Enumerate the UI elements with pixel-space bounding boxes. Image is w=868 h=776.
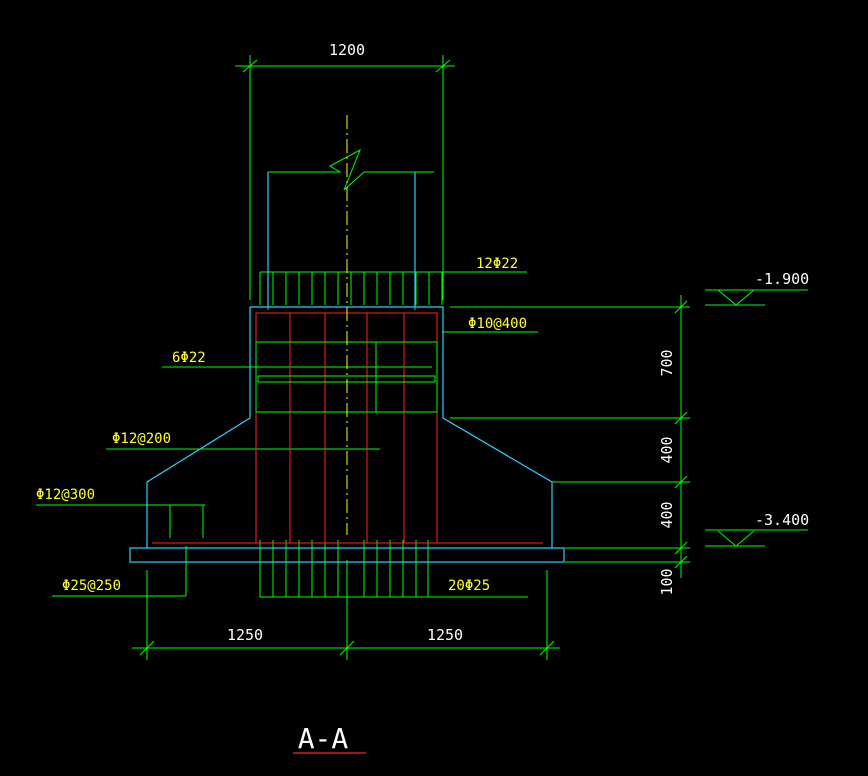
label-pedestal-bars: 6Φ22 — [172, 350, 206, 366]
dim-cushion-height: 100 — [658, 568, 676, 595]
dim-slope-height: 400 — [658, 436, 676, 463]
stirrups — [255, 341, 438, 413]
dim-column-width: 1200 — [329, 41, 365, 59]
label-bottom-main: 20Φ25 — [448, 578, 490, 594]
label-stirrup: Φ10@400 — [468, 316, 527, 332]
label-bottom-mesh: Φ25@250 — [62, 578, 121, 594]
dim-pedestal-height: 700 — [658, 349, 676, 376]
dim-base-right: 1250 — [427, 626, 463, 644]
label-column-main: 12Φ22 — [476, 256, 518, 272]
dimension-lines — [36, 55, 808, 660]
dim-base-left: 1250 — [227, 626, 263, 644]
label-base-side: Φ12@300 — [36, 487, 95, 503]
section-title: A-A — [298, 722, 349, 755]
foundation-outline — [129, 172, 565, 563]
elevation-bottom: -3.400 — [755, 511, 809, 529]
label-slope-bars: Φ12@200 — [112, 431, 171, 447]
rebar-cage — [152, 312, 543, 544]
elevation-top: -1.900 — [755, 270, 809, 288]
dim-base-height: 400 — [658, 501, 676, 528]
